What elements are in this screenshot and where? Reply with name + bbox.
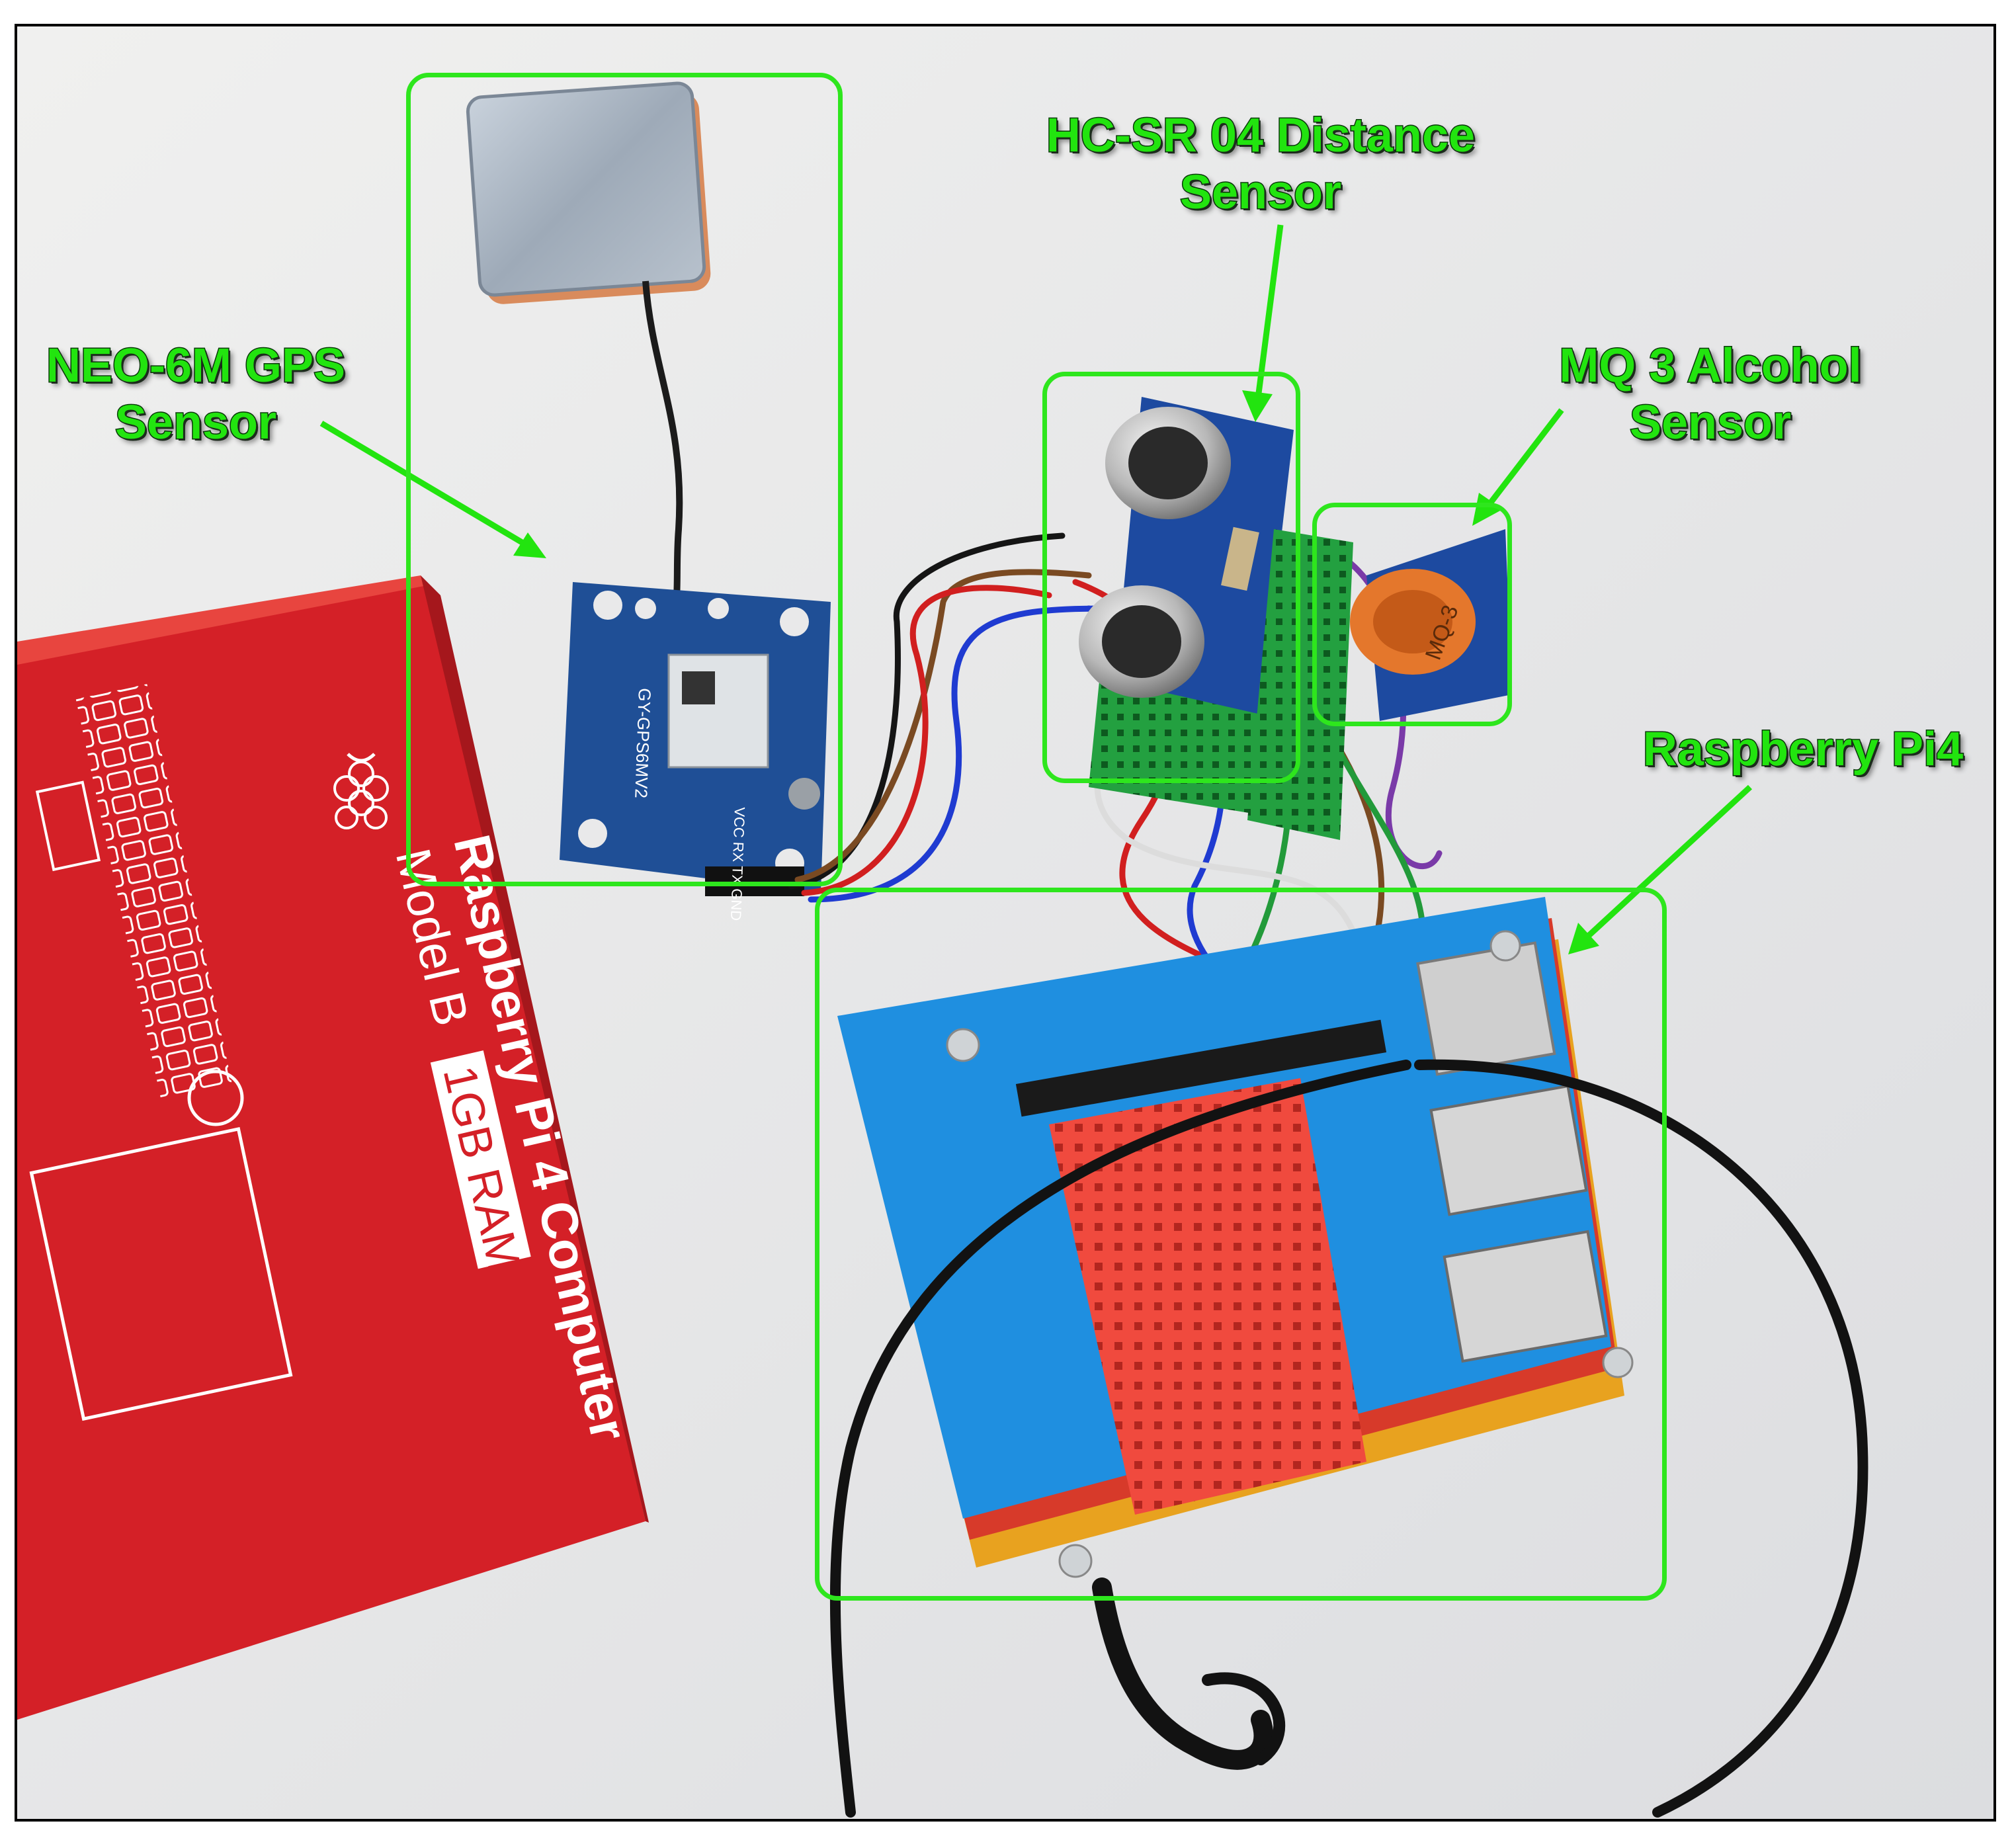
alcohol-highlight-box: [1312, 503, 1512, 726]
gps-callout: NEO-6M GPS Sensor: [30, 337, 361, 451]
gps-arrow: [319, 421, 535, 552]
alcohol-callout: MQ 3 Alcohol Sensor: [1538, 337, 1882, 451]
pi-callout-line1: Raspberry Pi4: [1642, 722, 1964, 777]
raspberry-logo: [333, 753, 389, 829]
photo-frame: Raspberry Pi 4 Computer Model B 1GB RAM: [15, 24, 1996, 1822]
pi-highlight-box: [815, 888, 1667, 1601]
gps-antenna: [466, 81, 711, 609]
gps-arrowhead: [513, 532, 546, 558]
gps-callout-line2: Sensor: [114, 396, 277, 450]
distance-callout-line1: HC-SR 04 Distance: [1045, 108, 1476, 163]
power-cable: [829, 1059, 1868, 1818]
photo-scene: Raspberry Pi 4 Computer Model B 1GB RAM: [17, 26, 1993, 1819]
ram-badge: [430, 1050, 531, 1269]
green-breadboard: [1247, 529, 1353, 840]
gps-highlight-box: [406, 73, 843, 886]
pi-callout: Raspberry Pi4: [1618, 721, 1988, 778]
distance-highlight-box: [1042, 372, 1300, 783]
pi-arrowhead: [1568, 923, 1599, 954]
gps-module: GY-GPS6MV2 VCC RX TX GND: [560, 582, 831, 921]
alcohol-arrow: [1483, 408, 1564, 511]
distance-arrowhead: [1242, 390, 1273, 422]
distance-callout-line2: Sensor: [1179, 165, 1342, 220]
alcohol-arrowhead: [1472, 493, 1503, 526]
pi-arrow: [1582, 784, 1753, 942]
distance-callout: HC-SR 04 Distance Sensor: [1009, 107, 1512, 221]
gps-pins-text: VCC RX TX GND: [728, 807, 748, 921]
gps-board-text: GY-GPS6MV2: [631, 688, 655, 799]
gps-callout-line1: NEO-6M GPS: [45, 339, 346, 394]
alcohol-callout-line2: Sensor: [1628, 396, 1792, 450]
alcohol-callout-line1: MQ 3 Alcohol: [1558, 339, 1863, 394]
mq3-module: MQ-3: [1350, 529, 1512, 721]
raspberry-pi-case: [837, 897, 1634, 1578]
